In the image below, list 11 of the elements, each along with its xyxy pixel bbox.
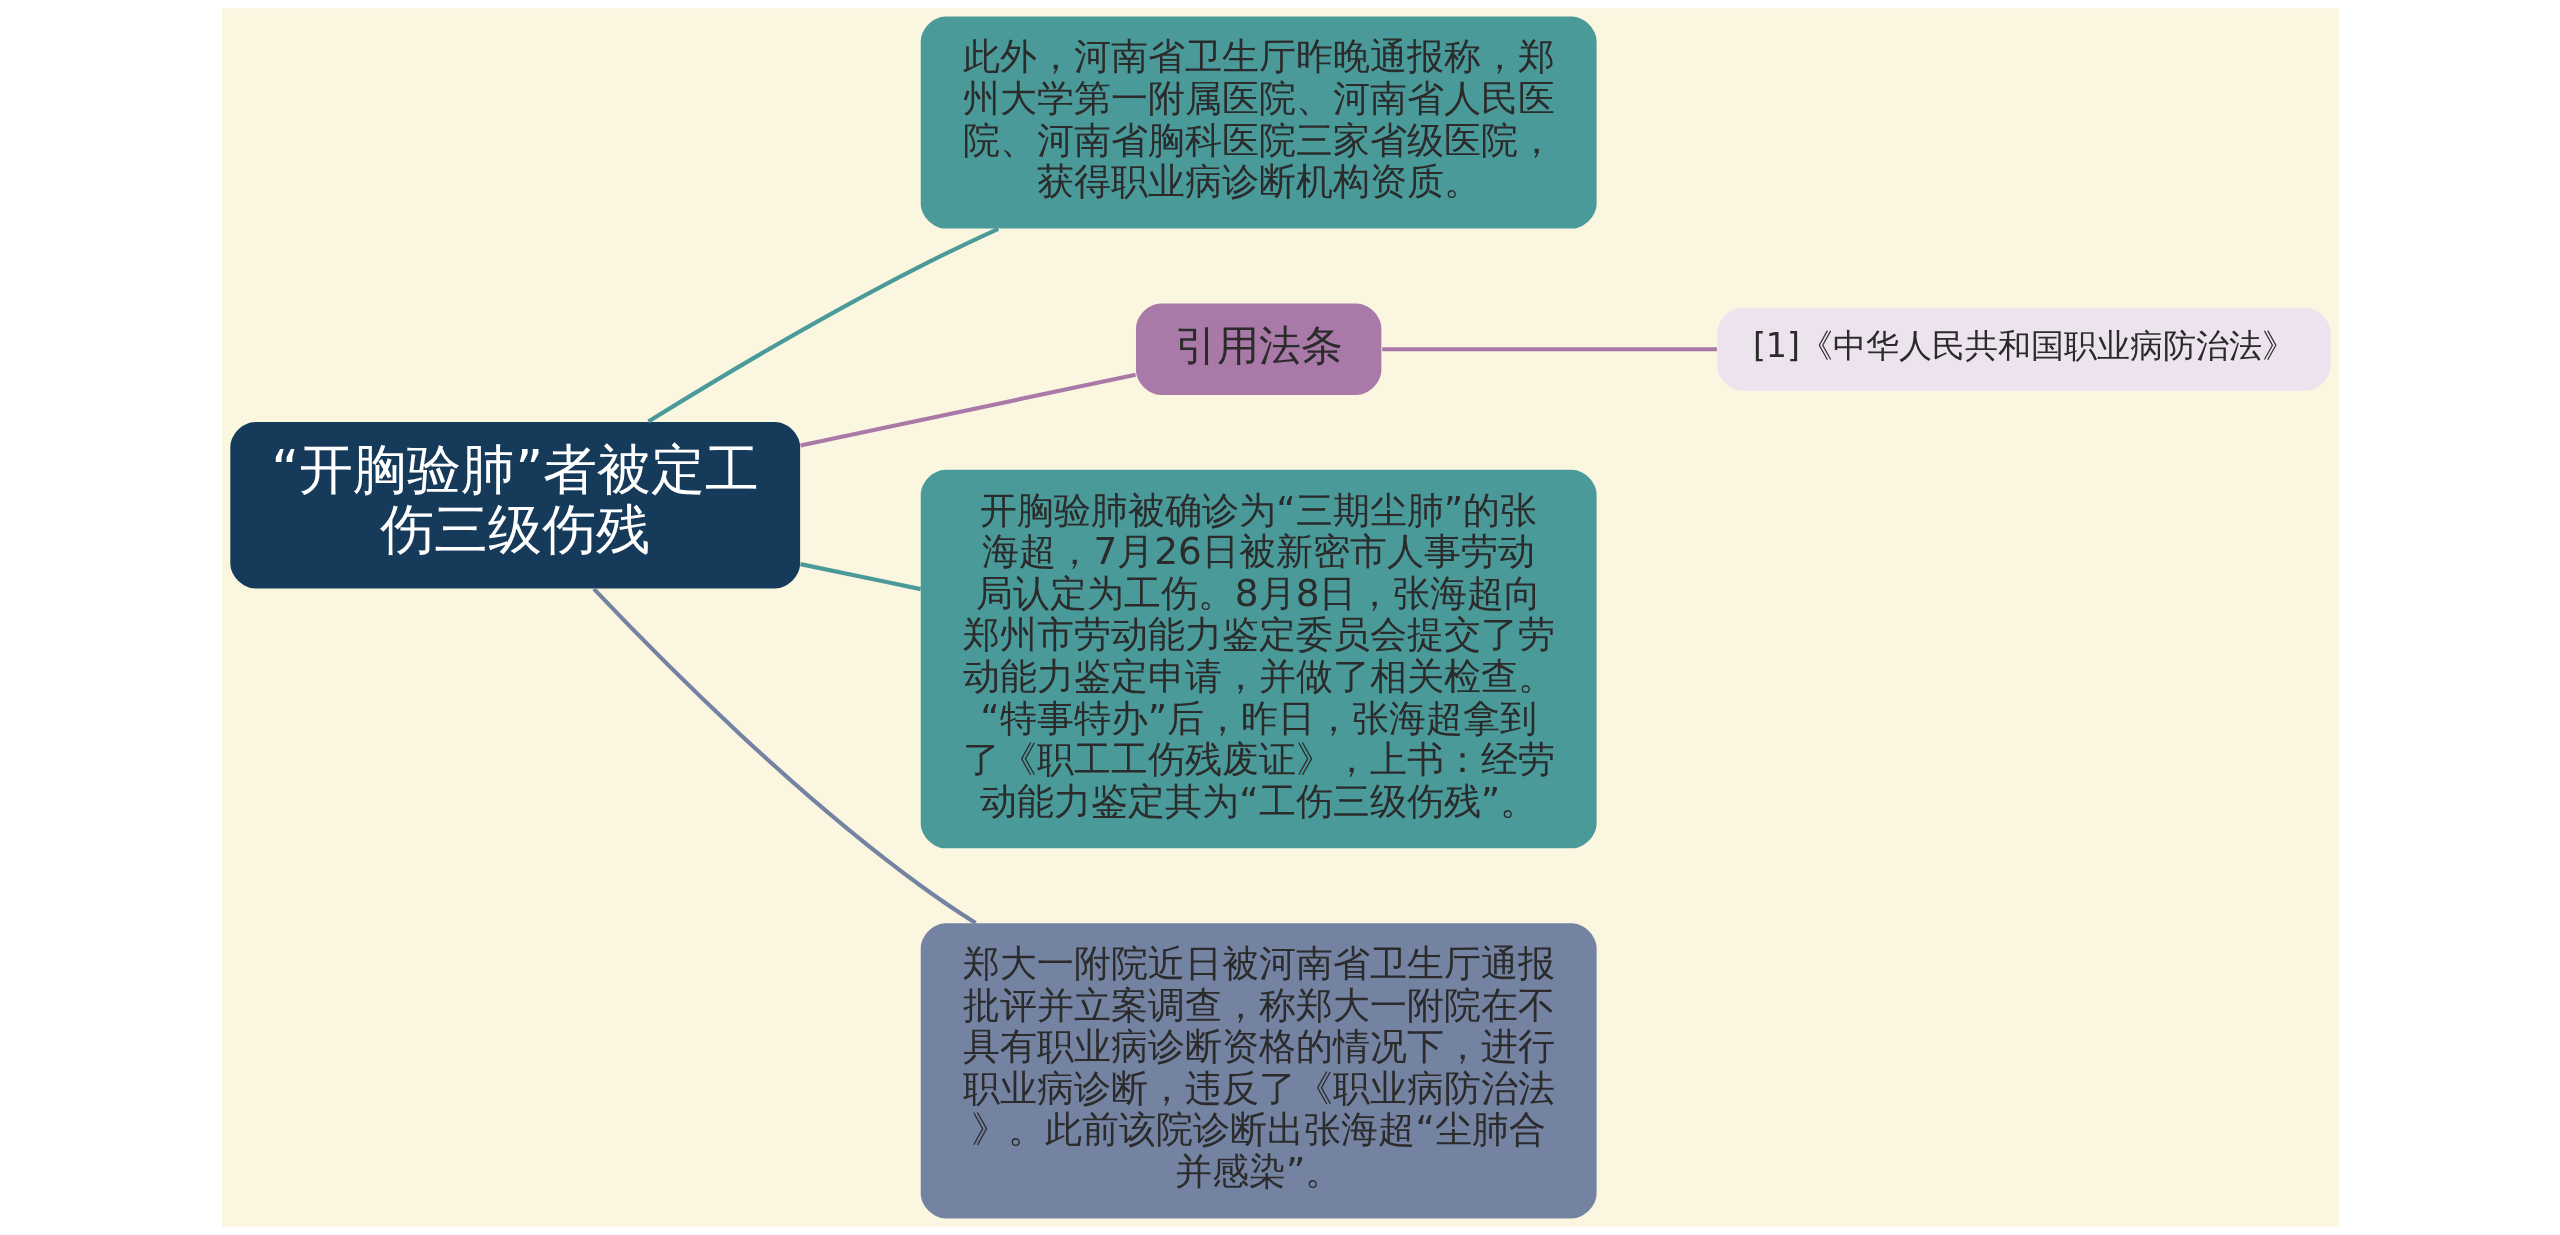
- node-box: 此外，河南省卫生厅昨晚通报称，郑州大学第一附属医院、河南省人民医院、河南省胸科医院三家省级医院，获得职业病诊断机构资质。: [920, 16, 1597, 229]
- connector: [799, 562, 921, 592]
- node-box: 郑大一附院近日被河南省卫生厅通报批评并立案调查，称郑大一附院在不具有职业病诊断资格的情况下，进行职业病诊断，违反了《职业病防治法》。此前该院诊断出张海超“尘肺合并感染”。: [920, 923, 1597, 1219]
- connector: [646, 226, 999, 424]
- connector: [799, 372, 1136, 448]
- connector: [1381, 347, 1717, 352]
- connector: [591, 587, 977, 925]
- node-box: [1]《中华人民共和国职业病防治法》: [1716, 307, 2331, 391]
- node-box: 开胸验肺被确诊为“三期尘肺”的张海超，7月26日被新密市人事劳动局认定为工伤。8月8日，张海超向郑州市劳动能力鉴定委员会提交了劳动能力鉴定申请，并做了相关检查。“特事特办”后，昨日，张海超拿到了《职工工伤残废证》，上书：经劳动能力鉴定其为“工伤三级伤残”。: [920, 469, 1597, 849]
- node-box: “开胸验肺”者被定工伤三级伤残: [229, 422, 800, 589]
- node-box: 引用法条: [1135, 303, 1381, 395]
